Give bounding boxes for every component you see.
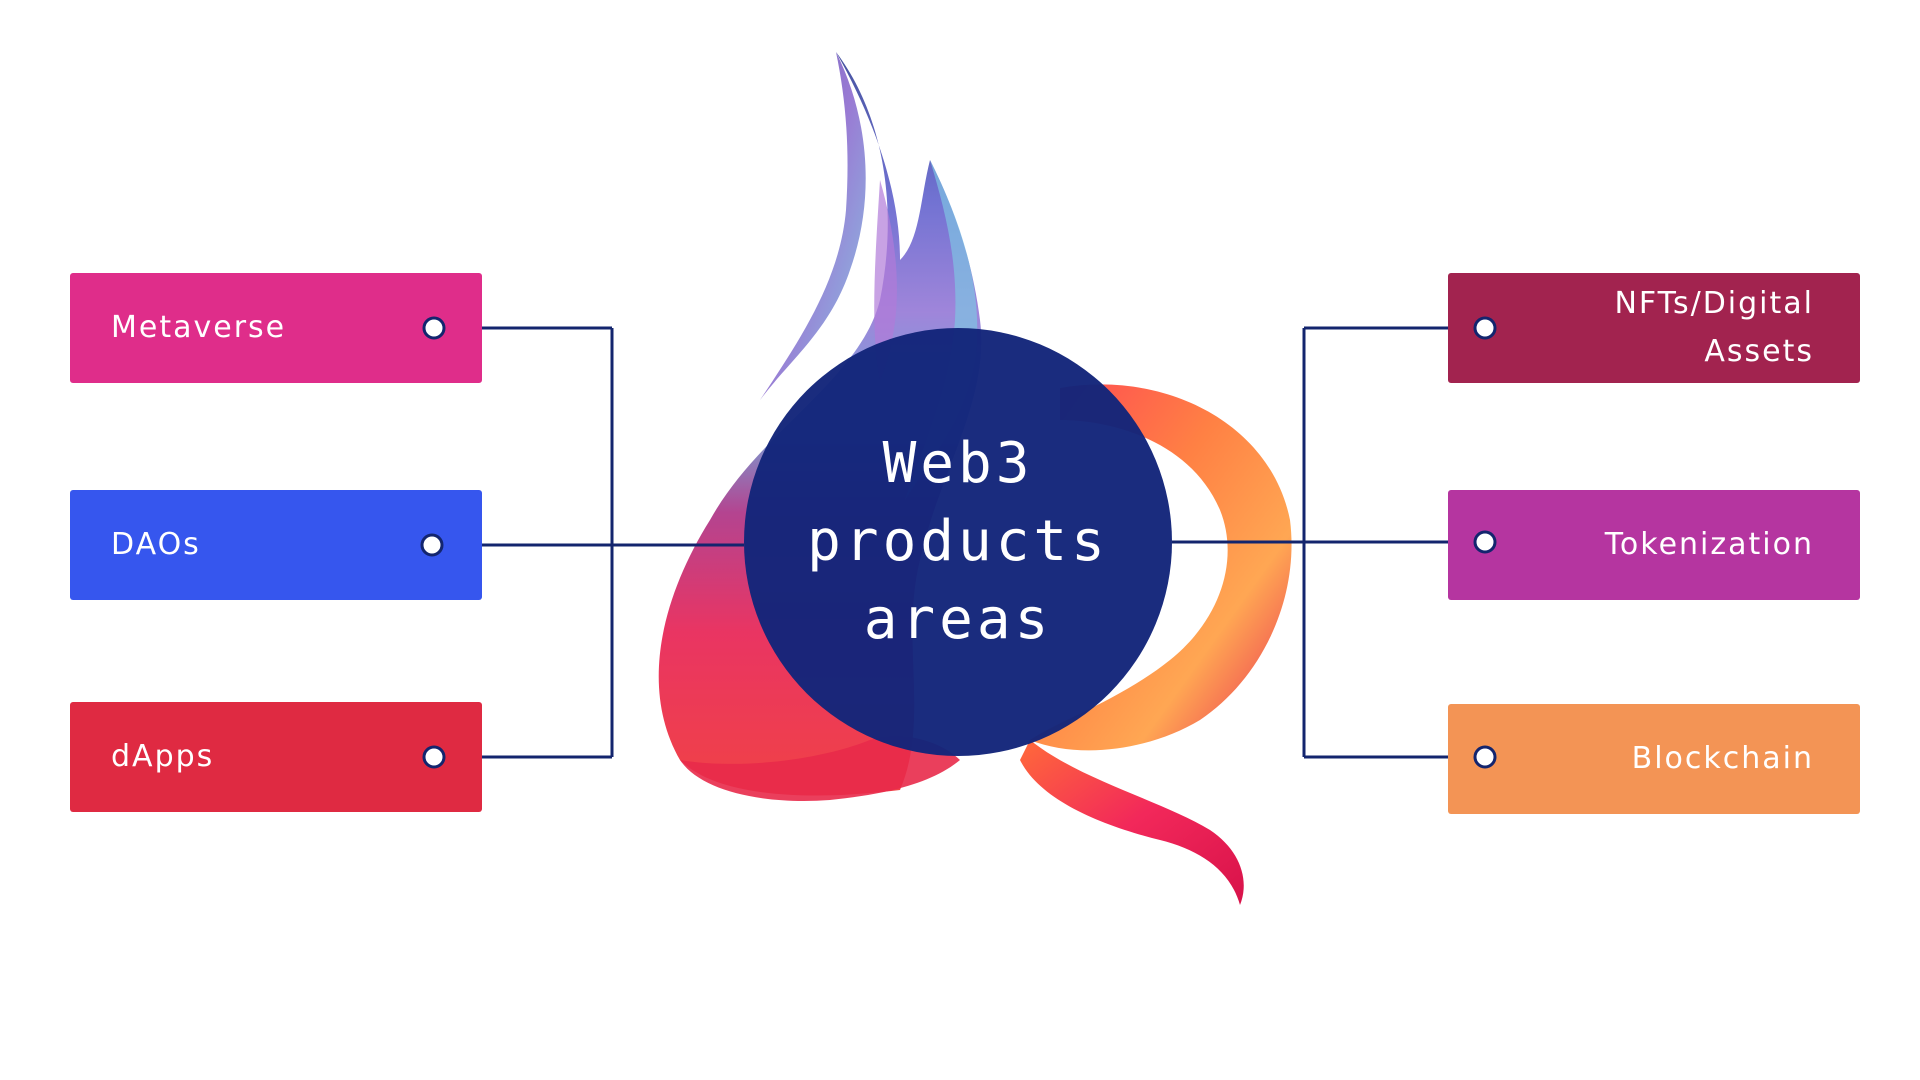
blockchain-box[interactable]: Blockchain [1448, 704, 1860, 814]
center-circle [744, 328, 1172, 756]
tokenization-label: Tokenization [1604, 527, 1814, 562]
tokenization-box[interactable]: Tokenization [1448, 490, 1860, 600]
nfts-digital-assets-box[interactable]: NFTs/Digital Assets [1448, 273, 1860, 383]
center-title: Web3 products areas [744, 328, 1172, 756]
metaverse-box[interactable]: Metaverse [70, 273, 482, 383]
daos-box[interactable]: DAOs [70, 490, 482, 600]
nfts-digital-assets-label: NFTs/Digital Assets [1614, 286, 1814, 369]
dapps-label: dApps [111, 739, 215, 774]
daos-label: DAOs [111, 527, 201, 562]
blockchain-label: Blockchain [1631, 741, 1814, 776]
metaverse-label: Metaverse [111, 310, 287, 345]
center-title-text: Web3 products areas [807, 431, 1109, 652]
dapps-box[interactable]: dApps [70, 702, 482, 812]
